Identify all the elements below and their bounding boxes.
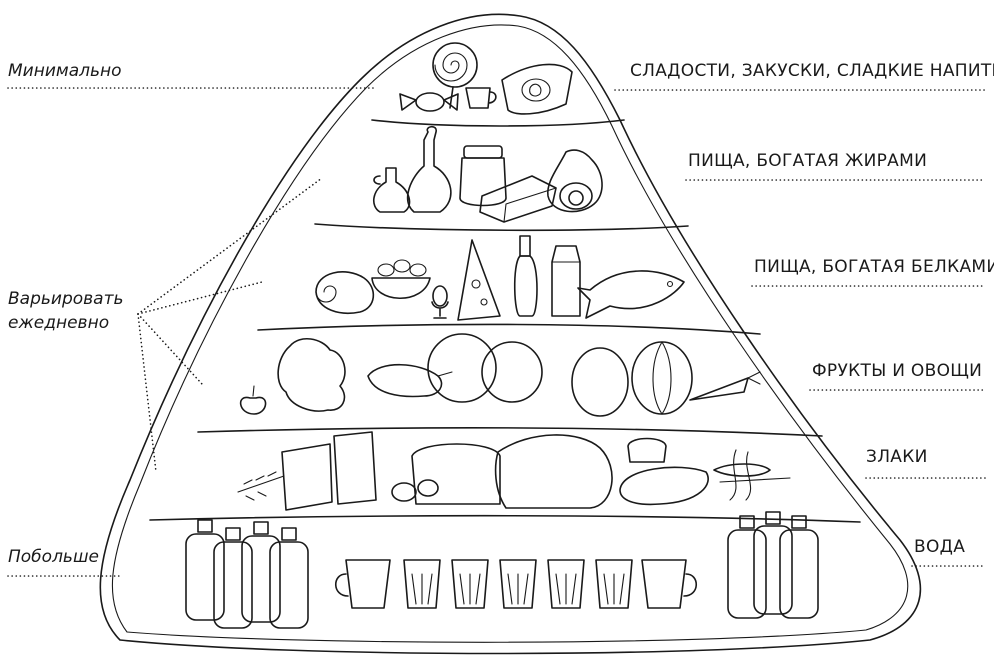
mug-icon — [334, 559, 698, 609]
tier-fats-illustration — [373, 125, 603, 223]
decanter-icon — [407, 125, 452, 213]
wheat-icon — [237, 471, 285, 501]
eggplant-icon — [367, 363, 453, 398]
bread-loaf-icon — [411, 443, 501, 505]
frequency-minimal: Минимально — [8, 61, 122, 81]
apple-icon — [239, 385, 267, 415]
tier-label-proteins: ПИЩА, БОГАТАЯ БЕЛКАМИ — [754, 257, 994, 277]
candy-icon — [399, 92, 459, 112]
cabbage-icon — [427, 333, 543, 403]
lettuce-icon — [277, 338, 346, 412]
bread-box-icon — [281, 431, 377, 511]
avocado-icon — [547, 149, 603, 213]
bottle-icon — [513, 235, 538, 317]
milk-carton-icon — [551, 245, 581, 317]
ham-icon — [315, 271, 375, 314]
tier-sweets-illustration — [399, 42, 573, 115]
eggs-bowl-icon — [371, 259, 431, 299]
carrot-icon — [689, 371, 761, 401]
tier-label-water: ВОДА — [914, 537, 965, 557]
frequency-more: Побольше — [8, 547, 99, 567]
tier-water-illustration — [185, 511, 819, 629]
frequency-vary-line1: Варьировать — [8, 289, 124, 309]
frequency-vary-line2: ежедневно — [8, 313, 109, 333]
water-bottle-icon — [185, 511, 819, 629]
potato-icon — [391, 479, 439, 502]
glass-icon — [403, 559, 633, 609]
lollipop-icon — [432, 42, 478, 109]
tier-dividers — [149, 119, 861, 523]
tier-label-fats: ПИЩА, БОГАТАЯ ЖИРАМИ — [688, 151, 927, 171]
egg-cup-icon — [431, 285, 449, 319]
jar-icon — [459, 145, 507, 207]
tier-label-grains: ЗЛАКИ — [866, 447, 928, 467]
fish-icon — [577, 270, 685, 319]
tier-grains-illustration — [237, 431, 791, 511]
flour-sack-icon — [494, 434, 613, 509]
cheese-icon — [457, 239, 501, 321]
tier-proteins-illustration — [315, 235, 685, 321]
oil-bottle-icon — [373, 167, 411, 213]
category-leaders — [614, 89, 986, 567]
tier-label-fruits-vegetables: ФРУКТЫ И ОВОЩИ — [812, 361, 982, 381]
melon-icon — [571, 347, 629, 417]
noodles-icon — [713, 449, 791, 501]
chips-bag-icon — [501, 63, 573, 115]
pumpkin-icon — [631, 341, 693, 415]
tier-label-sweets: СЛАДОСТИ, ЗАКУСКИ, СЛАДКИЕ НАПИТКИ — [630, 61, 994, 81]
frequency-leaders — [7, 87, 376, 577]
baguette-icon — [619, 437, 709, 506]
cup-icon — [465, 87, 497, 109]
butter-icon — [479, 175, 557, 223]
tier-fruits-vegetables-illustration — [239, 333, 761, 417]
